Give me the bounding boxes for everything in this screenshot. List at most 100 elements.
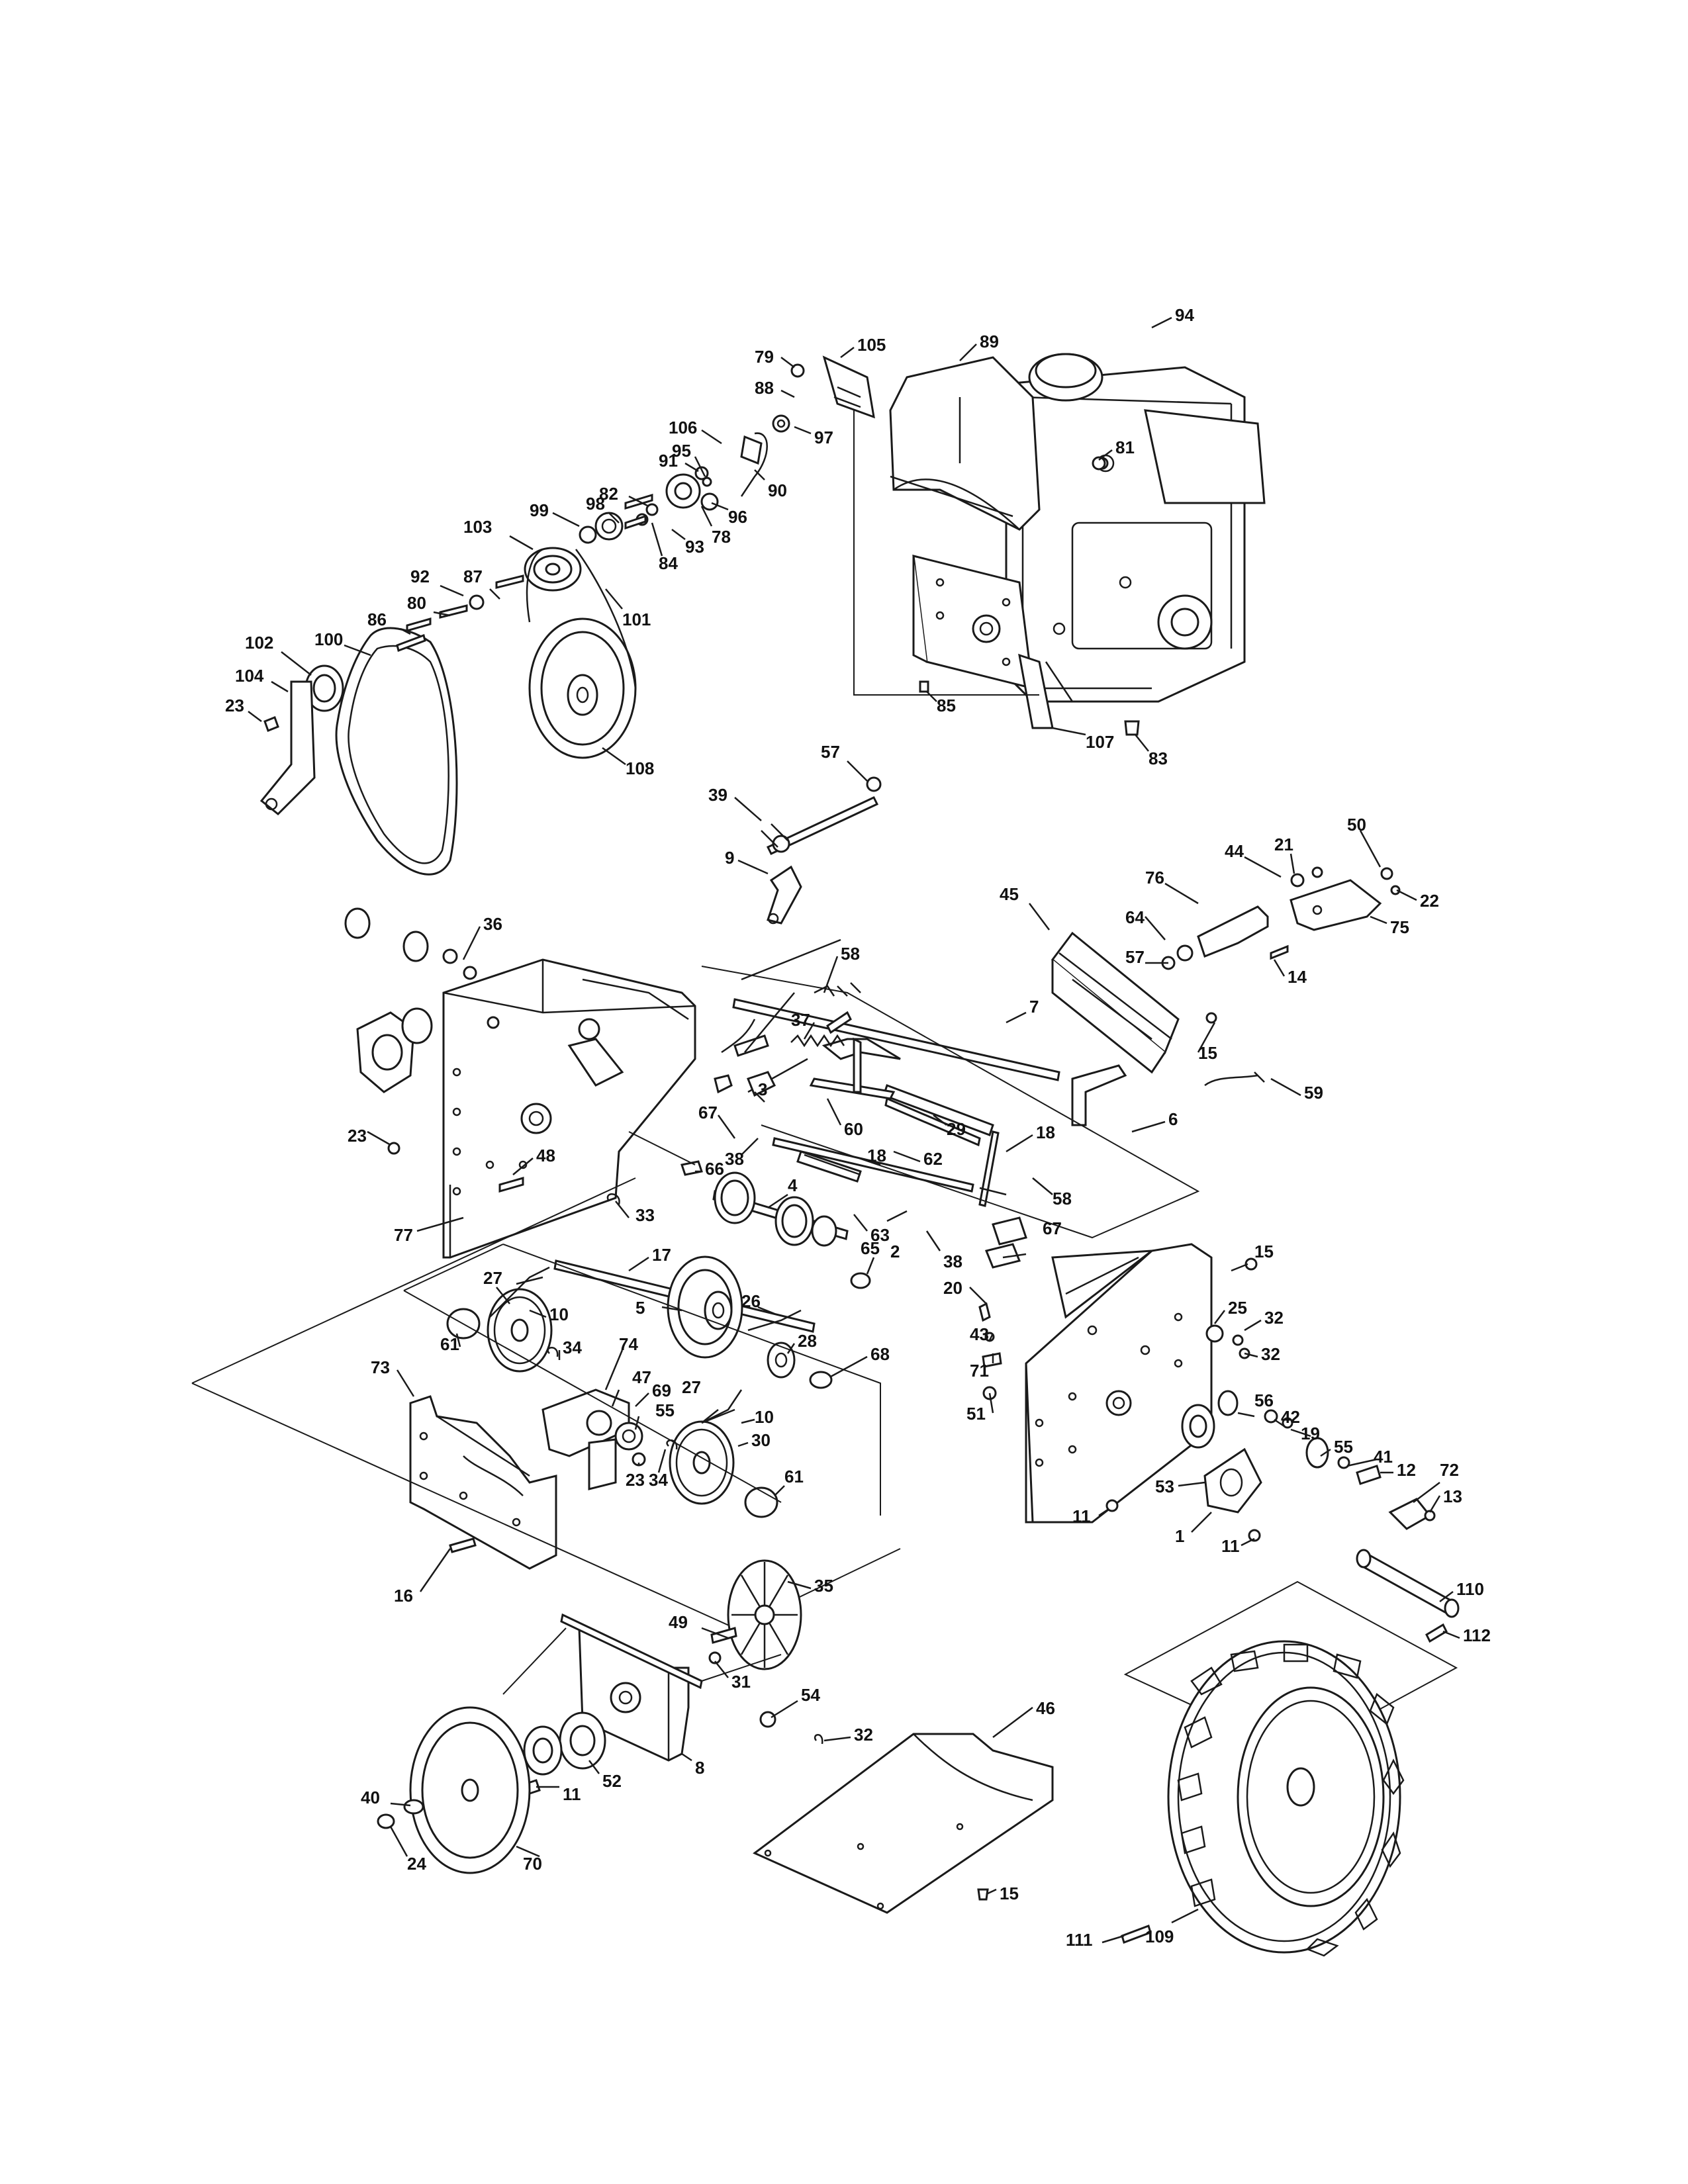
callout-59: 59 [1304,1083,1323,1103]
callout-57-a: 57 [821,742,840,762]
callout-32-b: 32 [1261,1344,1280,1364]
callout-110: 110 [1456,1579,1484,1599]
callout-58-a: 58 [841,944,860,964]
callout-54: 54 [801,1685,820,1705]
callout-62: 62 [923,1149,943,1169]
callout-36: 36 [483,914,502,934]
shield-45 [1051,931,1180,1074]
callout-51: 51 [966,1404,986,1424]
callout-27-a: 27 [483,1268,502,1288]
callout-95: 95 [672,441,691,461]
bolt-86 [396,634,426,652]
callout-88: 88 [755,378,774,398]
callout-labels: 79 105 89 94 88 97 106 81 91 95 90 82 96… [225,305,1491,1950]
callout-19: 19 [1301,1424,1320,1443]
callout-31: 31 [731,1672,751,1692]
callout-34-b: 34 [649,1470,668,1490]
callout-49: 49 [669,1612,688,1632]
callout-76: 76 [1145,868,1164,887]
callout-15-a: 15 [1198,1043,1217,1063]
sprocket-10b [669,1389,743,1505]
callout-105: 105 [857,335,886,355]
callout-63: 63 [870,1225,890,1245]
callout-35: 35 [814,1576,833,1596]
callout-27-b: 27 [682,1377,701,1397]
callout-38-a: 38 [725,1149,744,1169]
callout-18-a: 18 [1036,1122,1055,1142]
callout-60: 60 [844,1119,863,1139]
callout-7: 7 [1029,997,1039,1017]
callout-61-b: 61 [784,1467,804,1486]
engine [1005,353,1266,703]
callout-104: 104 [235,666,264,686]
callout-81: 81 [1115,437,1135,457]
wheel-109 [1121,1580,1458,1957]
engine-shroud [889,356,1041,531]
friction-wheel-5 [553,1255,816,1359]
drive-gear-assembly-4 [712,1171,849,1247]
callout-77: 77 [394,1225,413,1245]
callout-67-a: 67 [698,1103,718,1122]
callout-102: 102 [245,633,273,653]
chains-26-27 [516,1276,802,1424]
callout-93: 93 [685,537,704,557]
callout-70: 70 [523,1854,542,1874]
callout-108: 108 [626,758,654,778]
bearing-housing-8 [560,1613,703,1762]
callout-9: 9 [725,848,734,868]
callout-82: 82 [599,484,618,504]
callout-8: 8 [695,1758,704,1778]
callout-53: 53 [1155,1477,1174,1496]
shift-shaft-39 [761,776,882,925]
lever-shafts [714,938,1127,1269]
callout-40: 40 [361,1788,380,1807]
callout-61-a: 61 [440,1334,459,1354]
misc-lower-hardware [449,1537,823,1745]
small-hardware-stack [406,414,790,632]
callout-64: 64 [1125,907,1145,927]
callout-86: 86 [367,610,387,629]
callout-111: 111 [1066,1930,1093,1950]
callout-42: 42 [1281,1407,1300,1427]
callout-103: 103 [463,517,492,537]
callout-45: 45 [1000,884,1019,904]
callout-4: 4 [788,1175,798,1195]
callout-74: 74 [619,1334,638,1354]
callout-66: 66 [705,1159,724,1179]
callout-22: 22 [1420,891,1439,911]
callout-33: 33 [635,1205,655,1225]
callout-28: 28 [798,1331,817,1351]
callout-80: 80 [407,593,426,613]
callout-89: 89 [980,332,999,351]
impeller-35 [708,1559,802,1670]
callout-85: 85 [937,696,956,715]
sprocket-10a [487,1266,553,1373]
callout-73: 73 [371,1357,390,1377]
callout-6: 6 [1168,1109,1178,1129]
callout-101: 101 [622,610,651,629]
callout-109: 109 [1145,1927,1174,1946]
callout-84: 84 [659,553,678,573]
callout-75: 75 [1390,917,1409,937]
callout-26: 26 [741,1291,761,1311]
callout-99: 99 [530,500,549,520]
callout-79: 79 [755,347,774,367]
callout-13: 13 [1443,1486,1462,1506]
callout-96: 96 [728,507,747,527]
traction-pulley-70 [377,1706,531,1874]
callout-20: 20 [943,1278,962,1298]
callout-18-b: 18 [867,1146,886,1165]
callout-24: 24 [407,1854,426,1874]
callout-15-c: 15 [1000,1884,1019,1903]
callout-41: 41 [1374,1447,1393,1467]
right-housing [1025,1243,1213,1524]
callout-48: 48 [536,1146,555,1165]
callout-43: 43 [970,1324,989,1344]
callout-16: 16 [394,1586,413,1606]
right-bearings [978,1257,1436,1542]
callout-46: 46 [1036,1698,1055,1718]
callout-32-c: 32 [854,1725,873,1745]
callout-17: 17 [652,1245,671,1265]
callout-23-a: 23 [225,696,244,715]
